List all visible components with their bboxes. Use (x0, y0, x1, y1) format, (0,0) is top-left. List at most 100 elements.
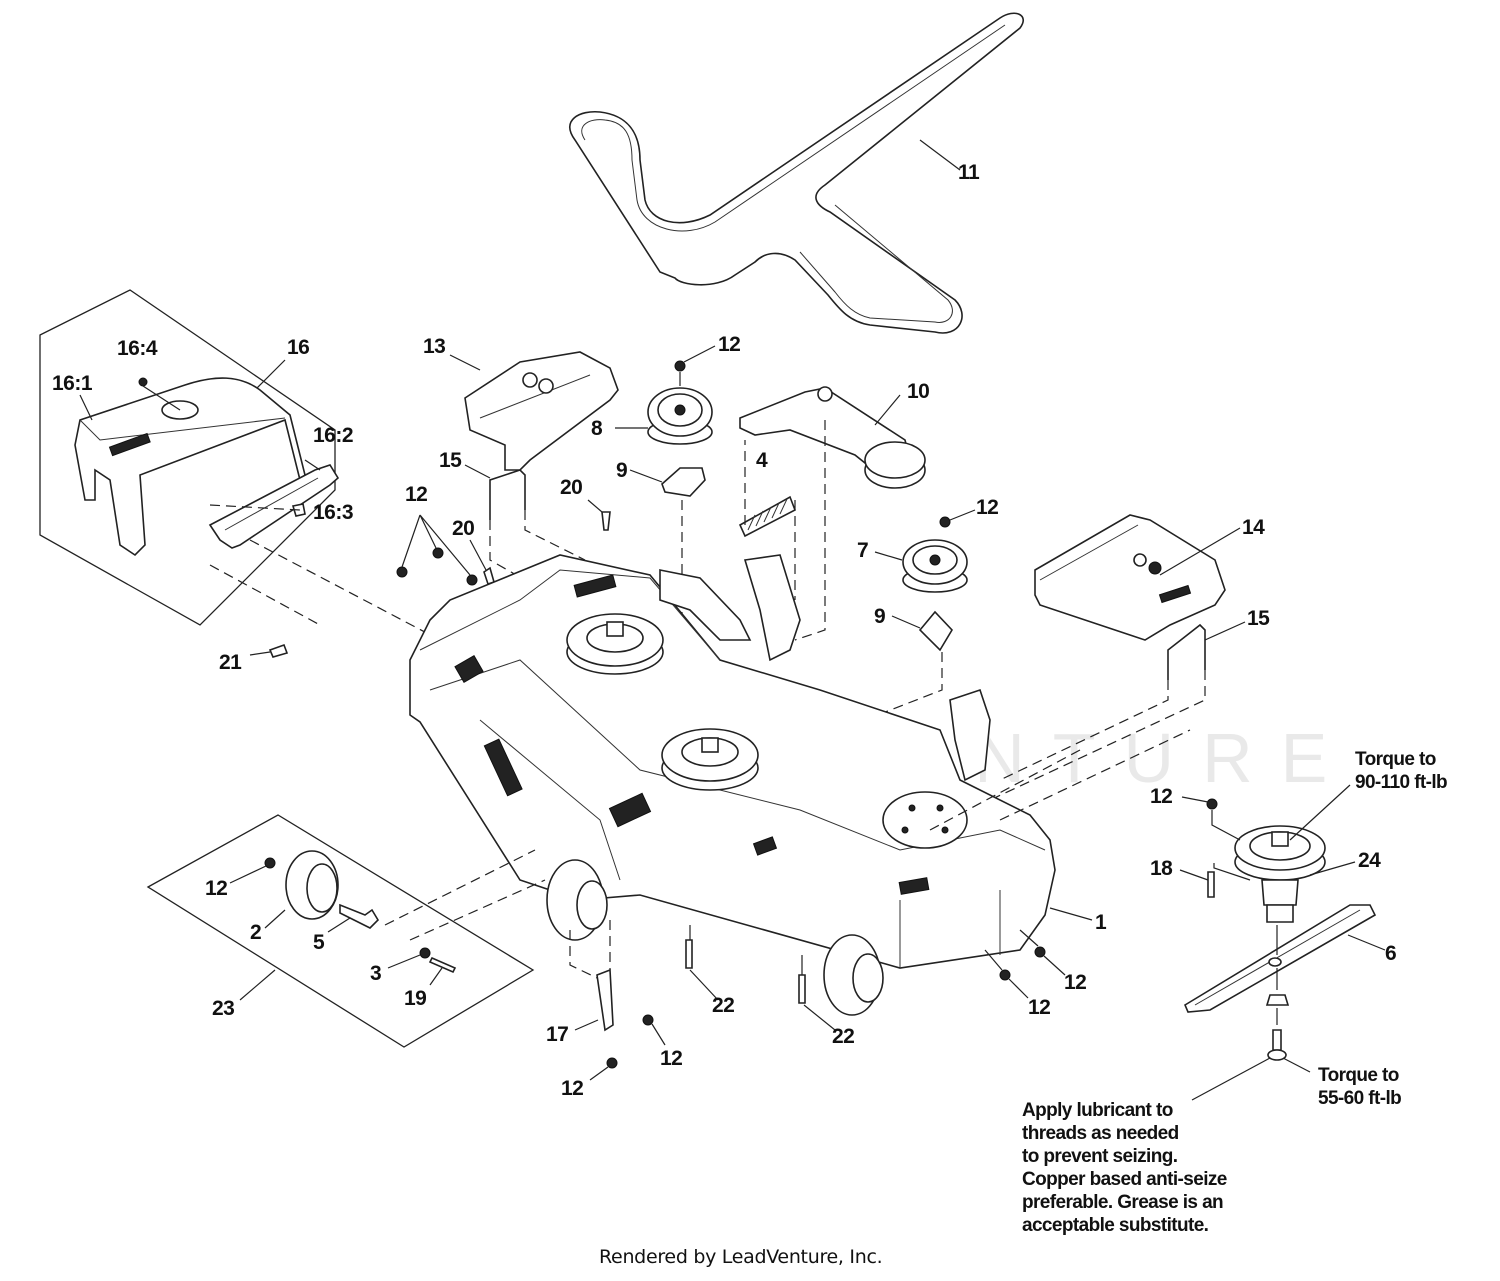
note-torque-spindle-line-1: Torque to (1355, 749, 1436, 770)
idler-arm-10[interactable] (739, 386, 926, 489)
bracket-17[interactable] (596, 968, 614, 1032)
note-lubricant-line-6: acceptable substitute. (1022, 1215, 1209, 1236)
drive-belt[interactable] (569, 12, 1024, 334)
spacer-9-a[interactable] (661, 467, 706, 497)
callout-12-h[interactable]: 12 (660, 1047, 683, 1070)
callout-23[interactable]: 23 (212, 997, 235, 1020)
nut-12-left-a[interactable] (396, 566, 408, 578)
assembly-box-16 (39, 289, 336, 626)
mower-deck[interactable] (409, 554, 1056, 1016)
callout-12-g[interactable]: 12 (1028, 996, 1051, 1019)
dash-spindle-b (999, 729, 1191, 821)
bolt-19[interactable] (428, 956, 457, 974)
callout-6[interactable]: 6 (1385, 942, 1397, 965)
callout-21[interactable]: 21 (219, 651, 242, 674)
callout-1[interactable]: 1 (1095, 911, 1107, 934)
callout-8[interactable]: 8 (591, 417, 603, 440)
anti-scalp-wheel-2[interactable] (285, 850, 339, 920)
chute-bracket[interactable] (208, 464, 340, 549)
leader-9-b (891, 615, 921, 629)
callout-5[interactable]: 5 (313, 931, 325, 954)
bolt-20-b[interactable] (483, 566, 495, 586)
callout-12-b[interactable]: 12 (405, 483, 428, 506)
callout-22-a[interactable]: 22 (712, 994, 735, 1017)
callout-15-b[interactable]: 15 (1247, 607, 1270, 630)
dash-spindle-a (929, 749, 1081, 831)
nut-12-left-b[interactable] (432, 547, 444, 559)
callout-7[interactable]: 7 (857, 539, 869, 562)
nut-12-spindle[interactable] (1206, 798, 1218, 810)
callout-9-b[interactable]: 9 (874, 605, 886, 628)
idler-spring-4[interactable] (738, 495, 797, 538)
callout-16-2[interactable]: 16:2 (313, 424, 354, 447)
leader-14 (1159, 527, 1241, 576)
leader-12-a (683, 345, 716, 363)
note-lubricant-line-2: threads as needed (1022, 1123, 1179, 1144)
callout-17[interactable]: 17 (546, 1023, 569, 1046)
idler-pulley-8[interactable] (647, 387, 713, 445)
leader-12-c (949, 509, 976, 521)
dash-spacer-9-b (799, 652, 943, 746)
callout-3[interactable]: 3 (370, 962, 382, 985)
nut-12-pulley-8[interactable] (674, 360, 686, 372)
callout-16-1[interactable]: 16:1 (52, 372, 93, 395)
spindle-assembly-24[interactable] (1234, 825, 1326, 923)
nut-12-deck-b[interactable] (999, 969, 1011, 981)
callout-12-f[interactable]: 12 (1064, 971, 1087, 994)
callout-12-a[interactable]: 12 (718, 333, 741, 356)
idler-pulley-7[interactable] (902, 539, 968, 593)
callout-20-a[interactable]: 20 (560, 476, 583, 499)
note-lubricant-line-1: Apply lubricant to (1022, 1100, 1173, 1121)
callout-12-e[interactable]: 12 (205, 877, 228, 900)
callout-4[interactable]: 4 (756, 449, 768, 472)
leader-torque-blade (1282, 1057, 1311, 1073)
blade-washer[interactable] (1265, 994, 1290, 1006)
spacer-9-b[interactable] (918, 610, 953, 652)
discharge-chute[interactable] (74, 377, 306, 557)
bolt-22-b[interactable] (798, 974, 806, 1004)
leader-18 (1179, 869, 1209, 881)
bolt-21[interactable] (268, 643, 289, 658)
callout-12-d[interactable]: 12 (1150, 785, 1173, 808)
nut-12-deck-a[interactable] (1034, 946, 1046, 958)
nut-12-bracket-a[interactable] (642, 1014, 654, 1026)
callout-15-a[interactable]: 15 (439, 449, 462, 472)
callout-16[interactable]: 16 (287, 336, 310, 359)
belt-cover-left[interactable] (464, 351, 619, 471)
callout-10[interactable]: 10 (907, 380, 930, 403)
belt-cover-right[interactable] (1034, 514, 1226, 641)
cutting-blade-6[interactable] (1183, 904, 1377, 1013)
callout-11[interactable]: 11 (958, 161, 980, 184)
bolt-22-a[interactable] (685, 939, 693, 969)
blade-bolt[interactable] (1272, 1029, 1282, 1051)
nut-12-wheel[interactable] (264, 857, 276, 869)
callout-16-4[interactable]: 16:4 (117, 337, 158, 360)
callout-12-c[interactable]: 12 (976, 496, 999, 519)
leader-9-a (629, 469, 663, 483)
callout-9-a[interactable]: 9 (616, 459, 628, 482)
bolt-20-a[interactable] (601, 511, 611, 531)
nut-12-left-c[interactable] (466, 574, 478, 586)
callout-16-3[interactable]: 16:3 (313, 501, 354, 524)
leader-12-wheel (229, 865, 267, 884)
callout-13[interactable]: 13 (423, 335, 446, 358)
nut-12-pulley-7[interactable] (939, 516, 951, 528)
callout-22-b[interactable]: 22 (832, 1025, 855, 1048)
nut-12-bracket-b[interactable] (606, 1057, 618, 1069)
wheel-bolt-5[interactable] (339, 903, 380, 929)
retainer-rod-right[interactable] (1167, 623, 1206, 680)
leader-16-4 (142, 385, 181, 411)
callout-12-i[interactable]: 12 (561, 1077, 584, 1100)
callout-24[interactable]: 24 (1358, 849, 1381, 872)
leader-6 (1347, 934, 1386, 951)
nut-3[interactable] (419, 947, 431, 959)
bolt-18[interactable] (1207, 871, 1215, 898)
callout-2[interactable]: 2 (250, 921, 262, 944)
nut-16-4[interactable] (138, 377, 148, 387)
callout-19[interactable]: 19 (404, 987, 427, 1010)
leader-12-left (401, 514, 471, 576)
callout-14[interactable]: 14 (1242, 516, 1265, 539)
callout-18[interactable]: 18 (1150, 857, 1173, 880)
retainer-rod-left[interactable] (489, 469, 526, 520)
callout-20-b[interactable]: 20 (452, 517, 475, 540)
